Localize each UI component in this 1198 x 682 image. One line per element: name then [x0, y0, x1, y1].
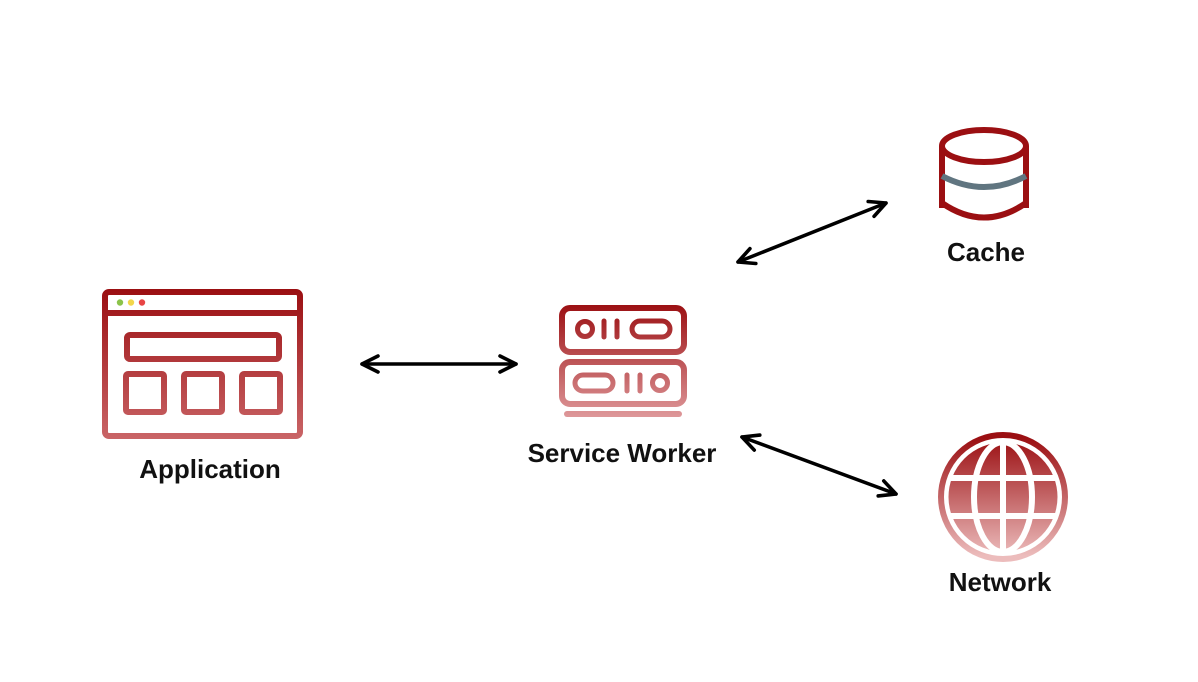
arrow-service-worker-cache — [736, 199, 888, 266]
database-icon — [939, 127, 1029, 221]
arrow-service-worker-network — [740, 433, 898, 498]
window-dot-yellow-icon — [127, 299, 135, 306]
server-icon — [559, 305, 687, 417]
window-dot-green-icon — [116, 299, 124, 306]
service-worker-node: Service Worker — [528, 305, 717, 468]
window-dot-red-icon — [138, 299, 146, 306]
cache-node: Cache — [939, 127, 1029, 267]
edges — [360, 199, 898, 498]
network-label: Network — [949, 567, 1052, 597]
service-worker-label: Service Worker — [528, 438, 717, 468]
browser-window-icon — [102, 289, 303, 439]
network-node: Network — [938, 432, 1068, 597]
globe-icon — [938, 432, 1068, 562]
application-node: Application — [102, 289, 303, 484]
cache-label: Cache — [947, 237, 1025, 267]
application-label: Application — [139, 454, 281, 484]
